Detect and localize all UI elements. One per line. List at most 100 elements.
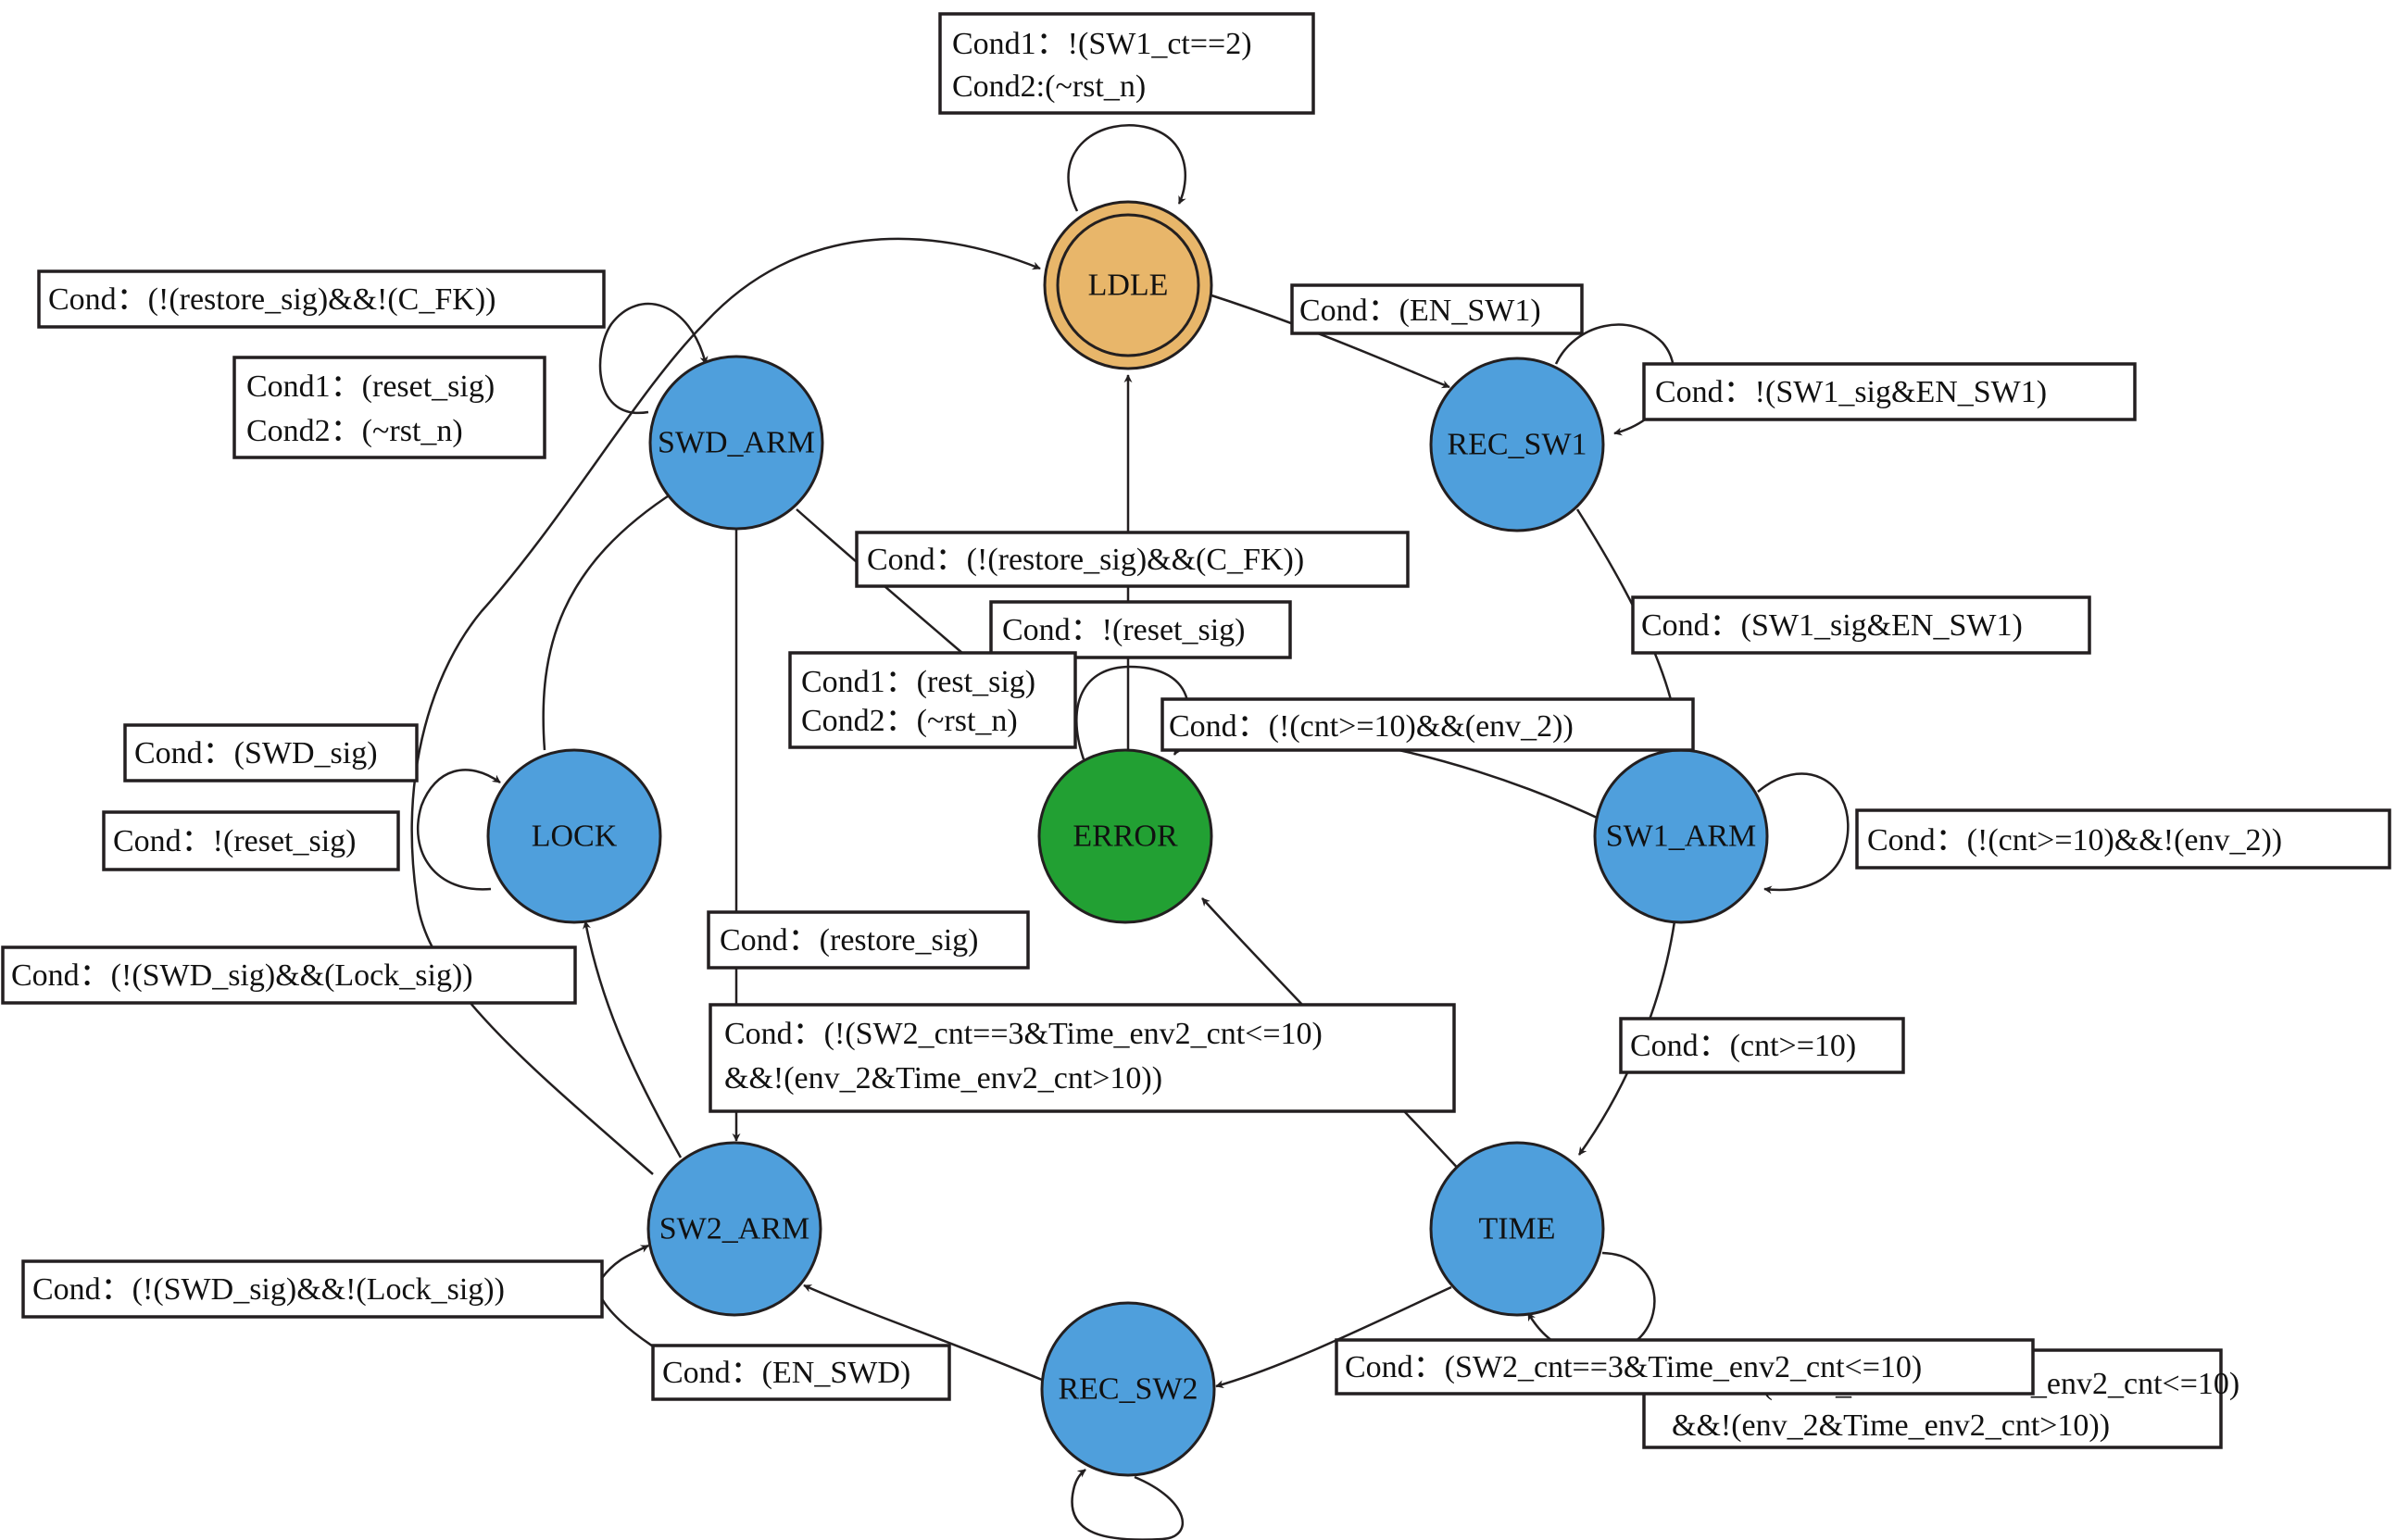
state-lock: LOCK bbox=[486, 748, 662, 924]
state-rec-sw2-label: REC_SW2 bbox=[1058, 1372, 1198, 1407]
cond-line: Cond：(SW1_sig&EN_SW1) bbox=[1641, 608, 2023, 643]
state-sw1-arm-label: SW1_ARM bbox=[1606, 820, 1756, 854]
cond-line: Cond：(!(SW2_cnt==3&Time_env2_cnt<=10) bbox=[724, 1017, 1323, 1051]
cond-error-self: Cond1：(rest_sig) Cond2：(~rst_n) bbox=[788, 651, 1077, 749]
edge-rec-sw2-self bbox=[1071, 1469, 1185, 1540]
state-rec-sw1: REC_SW1 bbox=[1429, 357, 1605, 532]
cond-box bbox=[1335, 1338, 2035, 1396]
edge-lock-self bbox=[416, 769, 501, 891]
edge-rec-sw2-to-sw2-arm bbox=[803, 1283, 1043, 1382]
cond-rec-sw2-to-sw2: Cond：(EN_SWD) bbox=[651, 1344, 951, 1401]
cond-swd-self-outer: Cond：(!(restore_sig)&&!(C_FK)) bbox=[37, 269, 606, 329]
cond-box bbox=[855, 531, 1410, 588]
edge-lock-to-swd bbox=[542, 489, 677, 751]
cond-box bbox=[788, 651, 1077, 749]
cond-sw2-self: Cond：(!(SWD_sig)&&!(Lock_sig)) bbox=[21, 1259, 604, 1319]
state-time-circle bbox=[1429, 1141, 1605, 1317]
state-sw2-arm-label: SW2_ARM bbox=[659, 1212, 809, 1246]
cond-line: Cond：!(reset_sig) bbox=[113, 824, 357, 858]
cond-line: Cond：(!(restore_sig)&&!(C_FK)) bbox=[48, 282, 496, 317]
state-idle-outer bbox=[1043, 200, 1213, 370]
cond-line: Cond：(restore_sig) bbox=[720, 923, 979, 958]
cond-sw2-to-lock: Cond：(!(SWD_sig)&&(Lock_sig)) bbox=[1, 945, 577, 1005]
cond-line: Cond：(SW2_cnt==3&Time_env2_cnt<=10) bbox=[1345, 1350, 1922, 1384]
cond-box bbox=[709, 1003, 1456, 1113]
cond-line: Cond2:(~rst_n) bbox=[952, 69, 1146, 104]
cond-box bbox=[989, 600, 1292, 659]
state-idle: LDLE bbox=[1043, 200, 1213, 370]
cond-swd-to-error: Cond：(!(restore_sig)&&(C_FK)) bbox=[855, 531, 1410, 588]
cond-line: Cond：(EN_SW1) bbox=[1299, 294, 1541, 328]
cond-line: Cond：(!(SWD_sig)&&!(Lock_sig)) bbox=[32, 1272, 505, 1307]
state-sw2-arm: SW2_ARM bbox=[646, 1141, 822, 1317]
cond-rec-sw1-to-sw1-arm: Cond：(SW1_sig&EN_SW1) bbox=[1631, 595, 2091, 655]
cond-sw1-arm-to-time: Cond：(cnt>=10) bbox=[1619, 1017, 1905, 1074]
cond-rec-sw1-self: Cond：!(SW1_sig&EN_SW1) bbox=[1642, 362, 2137, 421]
cond-box bbox=[123, 723, 419, 783]
cond-box bbox=[21, 1259, 604, 1319]
cond-swd-self-inner: Cond1：(reset_sig) Cond2：(~rst_n) bbox=[232, 356, 546, 459]
state-rec-sw1-circle bbox=[1429, 357, 1605, 532]
state-rec-sw2: REC_SW2 bbox=[1040, 1301, 1216, 1477]
state-error: ERROR bbox=[1037, 748, 1213, 924]
edge-sw2-arm-to-lock bbox=[583, 920, 683, 1158]
state-swd-arm: SWD_ARM bbox=[648, 355, 824, 531]
cond-line: Cond：(!(restore_sig)&&(C_FK)) bbox=[867, 543, 1304, 577]
cond-line: Cond：(!(cnt>=10)&&!(env_2)) bbox=[1867, 823, 2282, 858]
cond-line: &&!(env_2&Time_env2_cnt>10)) bbox=[1672, 1409, 2110, 1443]
cond-box bbox=[1160, 697, 1695, 752]
state-swd-arm-circle bbox=[648, 355, 824, 531]
cond-line: Cond：!(SW1_sig&EN_SW1) bbox=[1655, 375, 2047, 409]
cond-box bbox=[707, 910, 1030, 970]
cond-box bbox=[1631, 595, 2091, 655]
state-rec-sw2-circle bbox=[1040, 1301, 1216, 1477]
cond-idle-to-rec-sw1: Cond：(EN_SW1) bbox=[1290, 283, 1584, 335]
state-sw1-arm: SW1_ARM bbox=[1593, 748, 1769, 924]
cond-box bbox=[232, 356, 546, 459]
cond-line: Cond2：(~rst_n) bbox=[246, 414, 463, 448]
cond-line: Cond：(EN_SWD) bbox=[662, 1356, 910, 1390]
state-error-circle bbox=[1037, 748, 1213, 924]
cond-box bbox=[1, 945, 577, 1005]
cond-time-to-error: Cond：(!(SW2_cnt==3&Time_env2_cnt<=10) &&… bbox=[709, 1003, 1456, 1113]
cond-time-to-rec-sw2: Cond：(SW2_cnt==3&Time_env2_cnt<=10) bbox=[1335, 1338, 2035, 1396]
cond-lock-self: Cond：!(reset_sig) bbox=[102, 810, 400, 871]
state-lock-circle bbox=[486, 748, 662, 924]
edge-swd-self bbox=[598, 302, 709, 415]
cond-swd-to-sw2: Cond：(restore_sig) bbox=[707, 910, 1030, 970]
cond-error-to-idle: Cond：!(reset_sig) bbox=[989, 600, 1292, 659]
cond-line: Cond1：!(SW1_ct==2) bbox=[952, 27, 1252, 61]
edge-time-to-rec-sw2 bbox=[1215, 1285, 1452, 1389]
cond-box bbox=[651, 1344, 951, 1401]
cond-box bbox=[1642, 362, 2137, 421]
cond-line: &&!(env_2&Time_env2_cnt>10)) bbox=[724, 1061, 1162, 1096]
state-time-label: TIME bbox=[1478, 1212, 1555, 1246]
cond-sw1-arm-self: Cond：(!(cnt>=10)&&!(env_2)) bbox=[1855, 808, 2391, 870]
cond-line: Cond：(!(cnt>=10)&&(env_2)) bbox=[1169, 709, 1574, 744]
states: LDLE REC_SW1 SW1_ARM TIME REC_SW2 SW2_AR… bbox=[486, 200, 1769, 1477]
state-rec-sw1-label: REC_SW1 bbox=[1447, 428, 1587, 462]
cond-box bbox=[37, 269, 606, 329]
state-idle-inner-ring bbox=[1056, 213, 1200, 357]
cond-box bbox=[1619, 1017, 1905, 1074]
state-error-label: ERROR bbox=[1073, 820, 1178, 854]
cond-line: Cond：(SWD_sig) bbox=[134, 736, 378, 770]
cond-idle-self: Cond1：!(SW1_ct==2) Cond2:(~rst_n) bbox=[938, 12, 1315, 115]
edge-idle-self bbox=[1067, 124, 1186, 212]
cond-box bbox=[938, 12, 1315, 115]
cond-line: Cond2：(~rst_n) bbox=[801, 704, 1018, 738]
state-idle-label: LDLE bbox=[1088, 269, 1169, 303]
state-sw2-arm-circle bbox=[646, 1141, 822, 1317]
cond-line: Cond：(!(SWD_sig)&&(Lock_sig)) bbox=[11, 958, 473, 993]
cond-line: Cond：!(reset_sig) bbox=[1002, 613, 1246, 647]
cond-line: Cond1：(reset_sig) bbox=[246, 369, 495, 404]
cond-box bbox=[102, 810, 400, 871]
state-time: TIME bbox=[1429, 1141, 1605, 1317]
cond-line: Cond：(cnt>=10) bbox=[1630, 1029, 1856, 1063]
cond-sw1-arm-to-error: Cond：(!(cnt>=10)&&(env_2)) bbox=[1160, 697, 1695, 752]
state-swd-arm-label: SWD_ARM bbox=[658, 426, 815, 460]
edge-sw1-arm-self bbox=[1757, 772, 1850, 895]
cond-lock-to-swd: Cond：(SWD_sig) bbox=[123, 723, 419, 783]
cond-box bbox=[1855, 808, 2391, 870]
